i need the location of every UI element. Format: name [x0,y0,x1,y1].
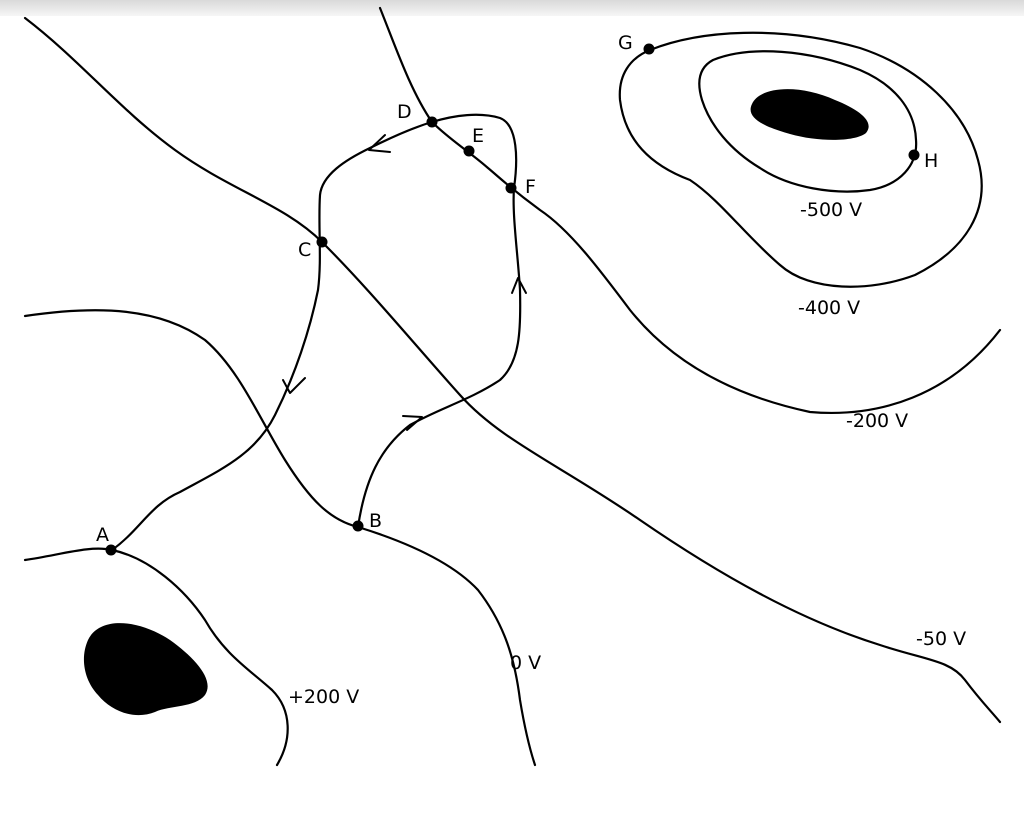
point-a-label: A [96,524,109,546]
equipotential-line-plus200 [23,547,289,767]
point-f-marker [505,182,517,194]
equipotential-line-minus500 [698,50,918,193]
point-b-label: B [369,510,382,532]
equipotential-line-minus50 [23,16,1002,724]
point-b-marker [352,520,364,532]
point-e-label: E [472,125,484,147]
label-zero: 0 V [510,652,541,674]
point-h-label: H [924,150,938,172]
point-e-marker [463,145,475,157]
window-top-bar [0,0,1024,16]
point-a-marker [105,544,117,556]
point-h-marker [908,149,920,161]
label-minus200: -200 V [846,410,908,432]
negative-conductor [750,89,869,140]
path-arrow-ca [282,377,306,394]
point-c-marker [316,236,328,248]
label-minus50: -50 V [916,628,966,650]
equipotential-line-minus400 [618,31,983,288]
path-arrow-bf-lower [402,415,423,431]
point-g-label: G [618,32,633,54]
point-c-label: C [298,239,311,261]
point-d-marker [426,116,438,128]
test-charge-path [110,113,522,552]
point-f-label: F [525,176,536,198]
point-g-marker [643,43,655,55]
label-minus400: -400 V [798,297,860,319]
label-minus500: -500 V [800,199,862,221]
path-arrow-bf-upper [511,277,527,294]
label-plus200: +200 V [288,686,359,708]
positive-conductor [83,623,208,716]
point-d-label: D [397,101,412,123]
equipotential-line-zero [23,309,537,767]
path-arrow-dc [368,134,391,153]
